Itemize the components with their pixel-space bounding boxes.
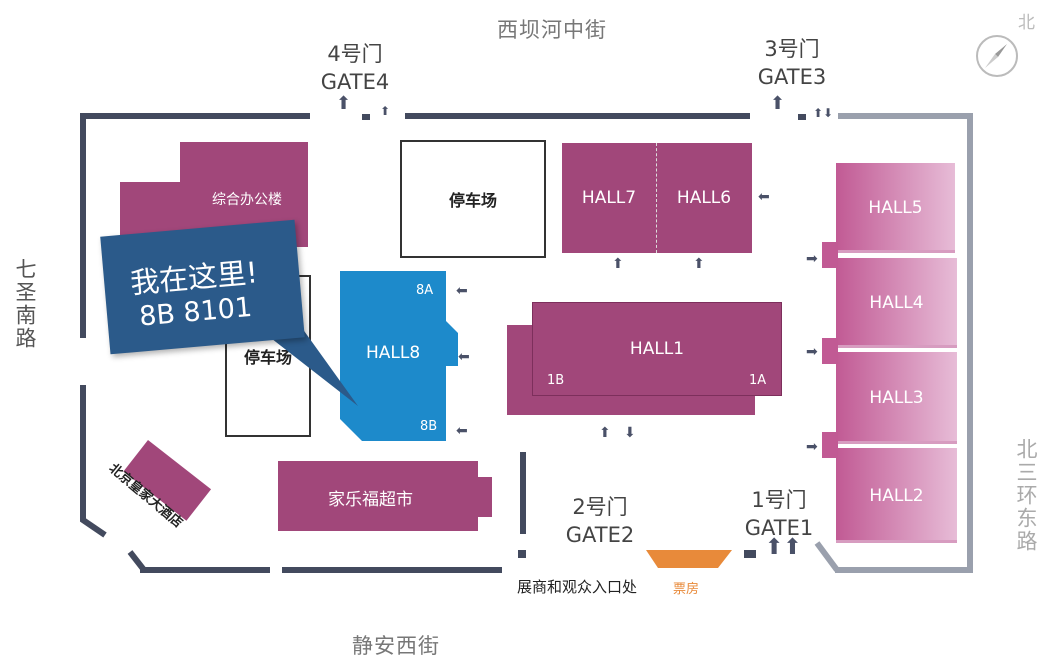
- callout-pointer: [258, 328, 358, 406]
- gate2-label: 2号门 GATE2: [555, 493, 645, 549]
- gate4-post: [362, 114, 370, 120]
- hall8[interactable]: HALL8 8A 8B: [340, 271, 460, 441]
- wall-south-right: [835, 567, 973, 573]
- hall4-label: HALL4: [869, 293, 924, 313]
- hall1-1a: 1A: [749, 373, 767, 388]
- gate4-label: 4号门 GATE4: [310, 40, 400, 96]
- wall-north-left: [80, 113, 310, 119]
- hall2[interactable]: HALL2: [836, 448, 957, 543]
- parking-top-label: 停车场: [448, 191, 497, 210]
- street-west: 七圣南路: [13, 258, 37, 350]
- wall-southeast-curve: [814, 541, 840, 572]
- wall-gate2-post: [518, 550, 526, 558]
- street-east: 北三环东路: [1014, 438, 1038, 553]
- entrance-label: 展商和观众入口处: [517, 578, 638, 596]
- hall8-8a: 8A: [416, 283, 434, 298]
- gate4-arrow-icon: ⬆: [336, 93, 352, 114]
- hall3-2-connector: [822, 432, 838, 458]
- ticket-office[interactable]: [646, 550, 732, 568]
- gate3-label: 3号门 GATE3: [747, 35, 837, 91]
- hall1-1b: 1B: [547, 373, 565, 388]
- hall3[interactable]: HALL3: [836, 352, 957, 444]
- hall6-entry2-arrow-icon: ⬆: [693, 256, 705, 272]
- hall7-6-block: HALL7 HALL6: [562, 143, 752, 253]
- wall-west-upper: [80, 113, 86, 338]
- gate2-cn: 2号门: [572, 495, 628, 519]
- hall1-exit-arrow-icon: ⬇: [624, 425, 636, 441]
- wall-west-lower: [80, 385, 86, 495]
- supermarket[interactable]: 家乐福超市: [278, 461, 493, 531]
- gate3-post: [798, 114, 806, 120]
- hall4[interactable]: HALL4: [836, 258, 957, 348]
- hall7-entry-arrow-icon: ⬆: [612, 256, 624, 272]
- gate4-small-arrow-icon: ⬆: [380, 104, 391, 118]
- wall-north-right: [838, 113, 973, 119]
- wall-north-mid: [405, 113, 750, 119]
- parking-left-label: 停车场: [243, 348, 292, 367]
- hall5[interactable]: HALL5: [836, 163, 955, 253]
- gate1-arrows-icon: ⬆⬆: [765, 535, 802, 560]
- hall8-entry-arrow-icon: ⬅: [458, 349, 470, 365]
- gate3-arrow-icon: ⬆: [770, 93, 786, 114]
- hall1-label: HALL1: [629, 339, 685, 359]
- wall-southwest-curve: [80, 493, 147, 572]
- hall1-entry-arrow-icon: ⬆: [599, 425, 611, 441]
- hall2-label: HALL2: [869, 485, 924, 506]
- compass-icon: [971, 32, 1023, 78]
- gate1-cn: 1号门: [751, 488, 807, 512]
- gate4-en: GATE4: [320, 70, 390, 94]
- wall-east: [967, 113, 973, 573]
- ticket-office-label: 票房: [673, 582, 700, 597]
- hall3-label: HALL3: [869, 388, 924, 408]
- hall7[interactable]: HALL7: [581, 188, 637, 208]
- hall4-3-connector: [822, 338, 838, 364]
- gate3-cn: 3号门: [764, 37, 820, 61]
- street-north: 西坝河中街: [497, 18, 607, 42]
- office-building[interactable]: 综合办公楼: [120, 142, 308, 247]
- hall6-entry-arrow-icon: ⬅: [758, 189, 770, 205]
- gate1-en: GATE1: [744, 516, 814, 540]
- hall5-4-connector: [822, 242, 838, 268]
- hall1[interactable]: HALL1 1B 1A: [532, 302, 782, 396]
- hall7-6-divider: [656, 143, 657, 253]
- gate4-cn: 4号门: [327, 42, 383, 66]
- hall3-entry-arrow-icon: ➡: [806, 439, 818, 455]
- gate2-en: GATE2: [565, 523, 635, 547]
- compass-north-label: 北: [1018, 13, 1035, 33]
- gate3-en: GATE3: [757, 65, 827, 89]
- hall8b-entry-arrow-icon: ⬅: [456, 423, 468, 439]
- wall-gate2-divider: [520, 452, 526, 534]
- hall4-entry-arrow-icon: ➡: [806, 344, 818, 360]
- office-label: 综合办公楼: [212, 192, 282, 208]
- parking-top[interactable]: 停车场: [400, 140, 546, 258]
- street-south: 静安西街: [352, 634, 440, 658]
- hall8-label: HALL8: [366, 343, 421, 363]
- gate1-label: 1号门 GATE1: [734, 486, 824, 542]
- wall-south-mid: [282, 567, 502, 573]
- wall-south-left: [140, 567, 270, 573]
- location-callout: 我在这里! 8B 8101: [100, 219, 305, 355]
- hall5-entry-arrow-icon: ➡: [806, 251, 818, 267]
- hall8a-entry-arrow-icon: ⬅: [456, 283, 468, 299]
- gate3-inout-icon: ⬆⬇: [813, 106, 834, 120]
- hall5-label: HALL5: [868, 198, 923, 218]
- wall-gate1-post: [744, 550, 756, 558]
- supermarket-label: 家乐福超市: [328, 490, 413, 510]
- hall6[interactable]: HALL6: [676, 188, 732, 208]
- hall8-8b: 8B: [420, 419, 438, 434]
